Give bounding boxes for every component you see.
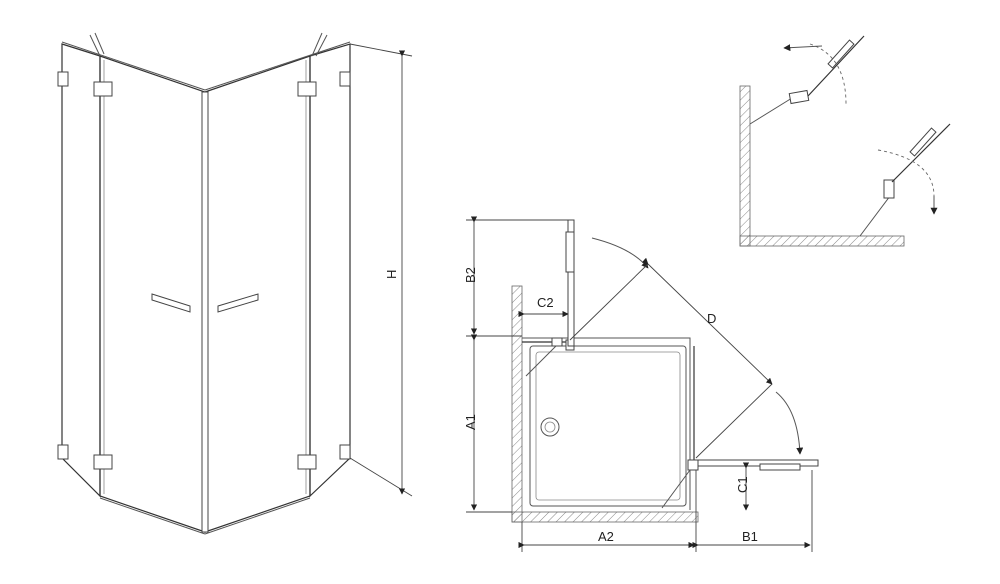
- dim-label-a2: A2: [598, 529, 614, 544]
- perspective-view: H: [57, 32, 413, 535]
- dim-label-h: H: [384, 270, 399, 279]
- dim-label-b2: B2: [463, 267, 478, 283]
- dim-label-c2: C2: [537, 295, 554, 310]
- handle-icon: [151, 293, 191, 313]
- dim-label-c1: C1: [735, 476, 750, 493]
- drain-icon: [540, 417, 560, 437]
- hinge-icon: [57, 71, 69, 87]
- dim-label-b1: B1: [742, 529, 758, 544]
- plan-view: D B2 C2 A1 C1 A2 B1: [463, 216, 819, 552]
- dim-label-a1: A1: [463, 414, 478, 430]
- hinge-detail-view: [739, 35, 951, 247]
- dim-label-d: D: [707, 311, 716, 326]
